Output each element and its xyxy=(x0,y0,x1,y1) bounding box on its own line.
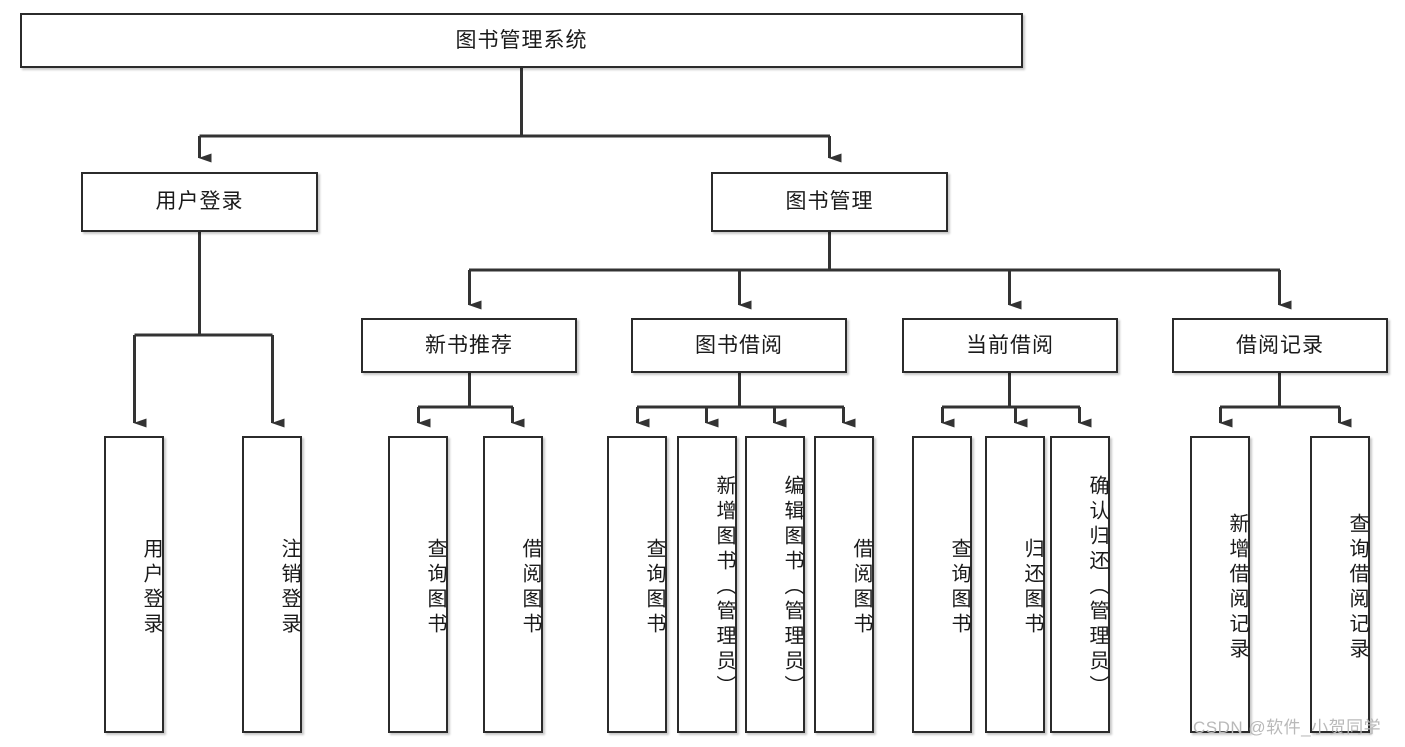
node-root-system[interactable]: 图书管理系统 xyxy=(20,13,1023,68)
node-leaf-add-book-admin[interactable]: 新增图书（管理员） xyxy=(677,436,737,733)
node-user-login-label: 用户登录 xyxy=(155,190,244,214)
node-leaf-borrow-book-label: 借阅图书 xyxy=(850,537,872,638)
node-leaf-query-book-borrow-label: 查询图书 xyxy=(643,537,665,638)
node-leaf-query-borrow-record-label: 查询借阅记录 xyxy=(1346,512,1368,663)
node-leaf-confirm-return-admin[interactable]: 确认归还（管理员） xyxy=(1050,436,1110,733)
node-book-borrow[interactable]: 图书借阅 xyxy=(631,318,847,373)
node-current-borrow-label: 当前借阅 xyxy=(966,333,1054,357)
node-book-management[interactable]: 图书管理 xyxy=(711,172,948,232)
node-leaf-confirm-return-admin-label: 确认归还（管理员） xyxy=(1086,475,1108,700)
node-leaf-query-book-current-label: 查询图书 xyxy=(948,537,970,638)
node-leaf-query-book-current[interactable]: 查询图书 xyxy=(912,436,972,733)
node-leaf-edit-book-admin-label: 编辑图书（管理员） xyxy=(781,475,803,700)
node-book-management-label: 图书管理 xyxy=(785,190,874,214)
node-new-book-recommend-label: 新书推荐 xyxy=(425,333,513,357)
node-leaf-user-logout-label: 注销登录 xyxy=(278,537,300,638)
node-leaf-borrow-book[interactable]: 借阅图书 xyxy=(814,436,874,733)
node-leaf-add-book-admin-label: 新增图书（管理员） xyxy=(713,475,735,700)
node-leaf-borrow-book-rec[interactable]: 借阅图书 xyxy=(483,436,543,733)
node-borrow-record-label: 借阅记录 xyxy=(1236,333,1324,357)
node-leaf-user-login[interactable]: 用户登录 xyxy=(104,436,164,733)
node-leaf-query-book-borrow[interactable]: 查询图书 xyxy=(607,436,667,733)
node-new-book-recommend[interactable]: 新书推荐 xyxy=(361,318,577,373)
node-leaf-borrow-book-rec-label: 借阅图书 xyxy=(519,537,541,638)
node-user-login[interactable]: 用户登录 xyxy=(81,172,318,232)
node-borrow-record[interactable]: 借阅记录 xyxy=(1172,318,1388,373)
watermark-credit: CSDN @软件_小贺同学 xyxy=(1193,718,1382,737)
node-current-borrow[interactable]: 当前借阅 xyxy=(902,318,1118,373)
node-leaf-user-logout[interactable]: 注销登录 xyxy=(242,436,302,733)
node-book-borrow-label: 图书借阅 xyxy=(695,333,783,357)
node-leaf-query-book-rec[interactable]: 查询图书 xyxy=(388,436,448,733)
node-leaf-add-borrow-record[interactable]: 新增借阅记录 xyxy=(1190,436,1250,733)
node-root-label: 图书管理系统 xyxy=(455,28,588,52)
node-leaf-query-borrow-record[interactable]: 查询借阅记录 xyxy=(1310,436,1370,733)
node-leaf-add-borrow-record-label: 新增借阅记录 xyxy=(1226,512,1248,663)
node-leaf-return-book-label: 归还图书 xyxy=(1021,537,1043,638)
node-leaf-user-login-label: 用户登录 xyxy=(140,537,162,638)
node-leaf-return-book[interactable]: 归还图书 xyxy=(985,436,1045,733)
node-leaf-edit-book-admin[interactable]: 编辑图书（管理员） xyxy=(745,436,805,733)
node-leaf-query-book-rec-label: 查询图书 xyxy=(424,537,446,638)
